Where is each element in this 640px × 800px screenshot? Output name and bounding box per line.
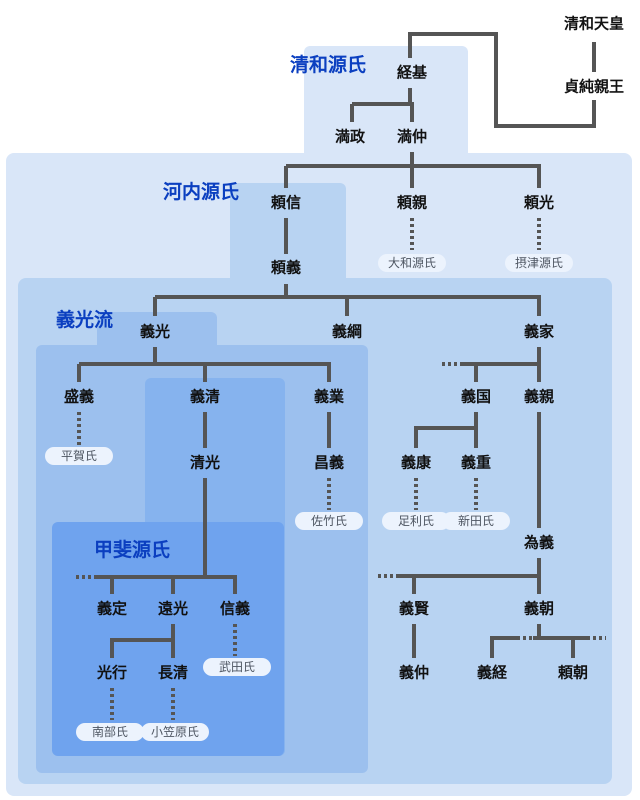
person-nagakiyo: 長清: [157, 663, 189, 682]
person-seiwa-tenno: 清和天皇: [563, 14, 625, 33]
person-tsunemoto: 経基: [396, 63, 428, 82]
person-yoshitsune: 義経: [476, 663, 508, 682]
person-tomitsu: 遠光: [157, 599, 189, 618]
clan-badge-hiraga: 平賀氏: [45, 447, 113, 465]
person-yoshinaka: 義仲: [398, 663, 430, 682]
person-yoshiyasu: 義康: [400, 453, 432, 472]
clan-badge-ogasawara: 小笠原氏: [141, 723, 209, 741]
person-yoshikuni: 義国: [460, 387, 492, 406]
clan-badge-nitta: 新田氏: [442, 512, 510, 530]
clan-badge-takeda: 武田氏: [203, 658, 271, 676]
person-yoshinari: 義業: [313, 387, 345, 406]
person-sadazumi: 貞純親王: [563, 77, 625, 96]
person-yoritomo: 頼朝: [557, 663, 589, 682]
person-masayoshi: 昌義: [313, 453, 345, 472]
clan-badge-nanbu: 南部氏: [76, 723, 144, 741]
person-yoshikiyo: 義清: [189, 387, 221, 406]
region-title-gikoryu: 義光流: [56, 309, 114, 331]
person-yoshichika: 義親: [523, 387, 555, 406]
person-yorinobu: 頼信: [270, 193, 302, 212]
region-title-kawachi: 河内源氏: [163, 181, 240, 203]
clan-badge-ashikaga: 足利氏: [382, 512, 450, 530]
person-yoshitomo: 義朝: [523, 599, 555, 618]
person-yoshiie: 義家: [523, 322, 555, 341]
person-mitsunaka: 満仲: [396, 127, 428, 146]
person-yoshishige: 義重: [460, 453, 492, 472]
clan-badge-settsu: 摂津源氏: [505, 254, 573, 272]
clan-badge-satake: 佐竹氏: [295, 512, 363, 530]
person-moriyoshi: 盛義: [63, 387, 95, 406]
region-title-kai: 甲斐源氏: [94, 539, 171, 561]
person-mitsumasa: 満政: [334, 127, 366, 146]
person-yorimitsu: 頼光: [523, 193, 555, 212]
clan-badge-yamato: 大和源氏: [378, 254, 446, 272]
person-yoshitsuna: 義綱: [331, 322, 363, 341]
person-yoshikata: 義賢: [398, 599, 430, 618]
person-yoshimitsu: 義光: [139, 322, 171, 341]
person-mitsuyuki: 光行: [96, 663, 128, 682]
region-title-seiwa: 清和源氏: [290, 54, 367, 76]
person-yorichika: 頼親: [396, 193, 428, 212]
person-kiyomitsu: 清光: [189, 453, 221, 472]
person-nobuyoshi: 信義: [219, 599, 251, 618]
person-tameyoshi: 為義: [523, 533, 555, 552]
person-yoriyoshi: 頼義: [270, 258, 302, 277]
person-yoshisada: 義定: [96, 599, 128, 618]
